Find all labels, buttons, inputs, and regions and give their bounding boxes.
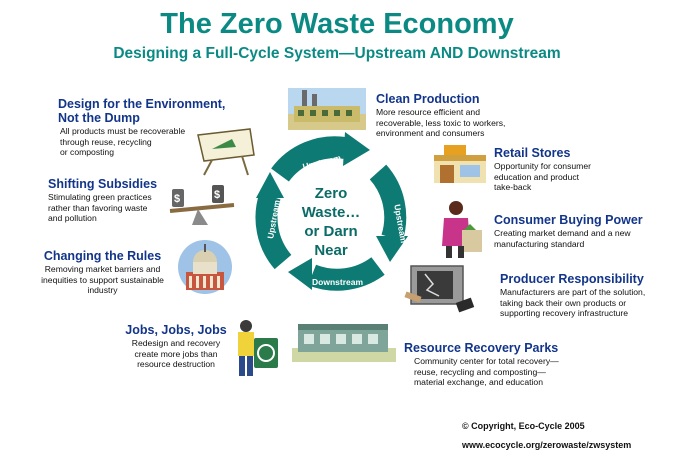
page-subtitle: Designing a Full-Cycle System—Upstream A… (113, 45, 561, 62)
jobs-desc-2: create more jobs than (134, 348, 218, 359)
center-line-4: Near (314, 242, 348, 259)
rules-desc-3: industry (87, 285, 118, 296)
retail-heading: Retail Stores (494, 146, 571, 160)
center-line-1: Zero (315, 185, 348, 202)
svg-text:$: $ (214, 189, 220, 201)
design-desc-2: through reuse, recycling (60, 136, 152, 147)
clean-desc-2: recoverable, less toxic to workers, (376, 117, 506, 128)
page-title: The Zero Waste Economy (160, 8, 514, 40)
item-producer-responsibility: Producer Responsibility Manufacturers ar… (500, 272, 670, 319)
subsidies-heading: Shifting Subsidies (48, 177, 158, 191)
consumer-heading: Consumer Buying Power (494, 213, 643, 227)
arrowhead-right (376, 236, 408, 262)
arrowhead-left (256, 172, 284, 198)
design-heading-2: Not the Dump (58, 111, 140, 125)
subsidies-desc-3: and pollution (48, 213, 97, 224)
rules-desc-1: Removing market barriers and (44, 264, 161, 274)
arrow-upstream-right (369, 164, 407, 242)
jobs-desc-1: Redesign and recovery (131, 338, 221, 348)
arrow-downstream-bottom (307, 256, 385, 291)
retail-desc-1: Opportunity for consumer (494, 161, 591, 171)
jobs-heading: Jobs, Jobs, Jobs (125, 323, 227, 337)
source-url: www.ecocycle.org/zerowaste/zwsystem (462, 440, 632, 450)
item-consumer-buying-power: Consumer Buying Power Creating market de… (494, 213, 664, 249)
arrow-upstream-top (271, 136, 347, 182)
center-line-3: or Darn (304, 223, 357, 240)
balance-scale-icon: $ $ (169, 185, 235, 225)
design-desc-1: All products must be recoverable (60, 126, 186, 136)
factory-icon (288, 88, 366, 130)
design-heading-1: Design for the Environment, (58, 97, 226, 111)
jobs-desc-3: resource destruction (137, 359, 215, 370)
arrowhead-bottom (288, 258, 312, 290)
producer-desc-3: supporting recovery infrastructure (500, 308, 629, 319)
label-downstream-bottom: Downstream (312, 277, 363, 287)
worker-recycling-icon (238, 320, 278, 376)
retail-store-icon (434, 145, 486, 183)
producer-desc-2: taking back their own products or (500, 297, 627, 308)
consumer-desc-2: manufacturing standard (494, 238, 585, 249)
item-resource-recovery-parks: Resource Recovery Parks Community center… (404, 341, 594, 388)
item-shifting-subsidies: Shifting Subsidies Stimulating green pra… (48, 177, 188, 224)
arrowhead-top (343, 132, 370, 166)
clean-desc-1: More resource efficient and (376, 107, 480, 117)
shopper-icon (442, 201, 482, 258)
clean-heading: Clean Production (376, 92, 480, 106)
retail-desc-3: take-back (494, 182, 532, 193)
producer-desc-1: Manufacturers are part of the solution, (500, 287, 646, 297)
recovery-desc-2: reuse, recycling and composting— (414, 366, 546, 377)
drafting-table-icon (197, 128, 255, 176)
subsidies-desc-2: rather than favoring waste (48, 202, 148, 213)
item-retail-stores: Retail Stores Opportunity for consumer e… (494, 146, 634, 193)
item-clean-production: Clean Production More resource efficient… (376, 92, 546, 139)
broken-tv-icon (404, 265, 475, 313)
copyright: © Copyright, Eco-Cycle 2005 (462, 421, 585, 431)
producer-heading: Producer Responsibility (500, 272, 644, 286)
item-jobs: Jobs, Jobs, Jobs Redesign and recovery c… (116, 323, 236, 370)
design-desc-3: or composting (60, 147, 114, 158)
capitol-building-icon (178, 240, 232, 294)
recovery-park-icon (292, 324, 396, 362)
recovery-heading: Resource Recovery Parks (404, 341, 559, 355)
arrow-upstream-left (255, 192, 292, 270)
retail-desc-2: education and product (494, 171, 580, 182)
clean-desc-3: environment and consumers (376, 128, 485, 139)
recovery-desc-1: Community center for total recovery— (414, 356, 559, 366)
consumer-desc-1: Creating market demand and a new (494, 228, 631, 238)
rules-desc-2: inequities to support sustainable (41, 274, 164, 285)
rules-heading: Changing the Rules (43, 249, 162, 263)
recovery-desc-3: material exchange, and education (414, 377, 543, 388)
item-changing-rules: Changing the Rules Removing market barri… (30, 249, 175, 296)
center-line-2: Waste… (302, 204, 361, 221)
svg-text:$: $ (174, 193, 180, 205)
subsidies-desc-1: Stimulating green practices (48, 192, 152, 202)
item-design-for-environment: Design for the Environment, Not the Dump… (58, 97, 258, 158)
